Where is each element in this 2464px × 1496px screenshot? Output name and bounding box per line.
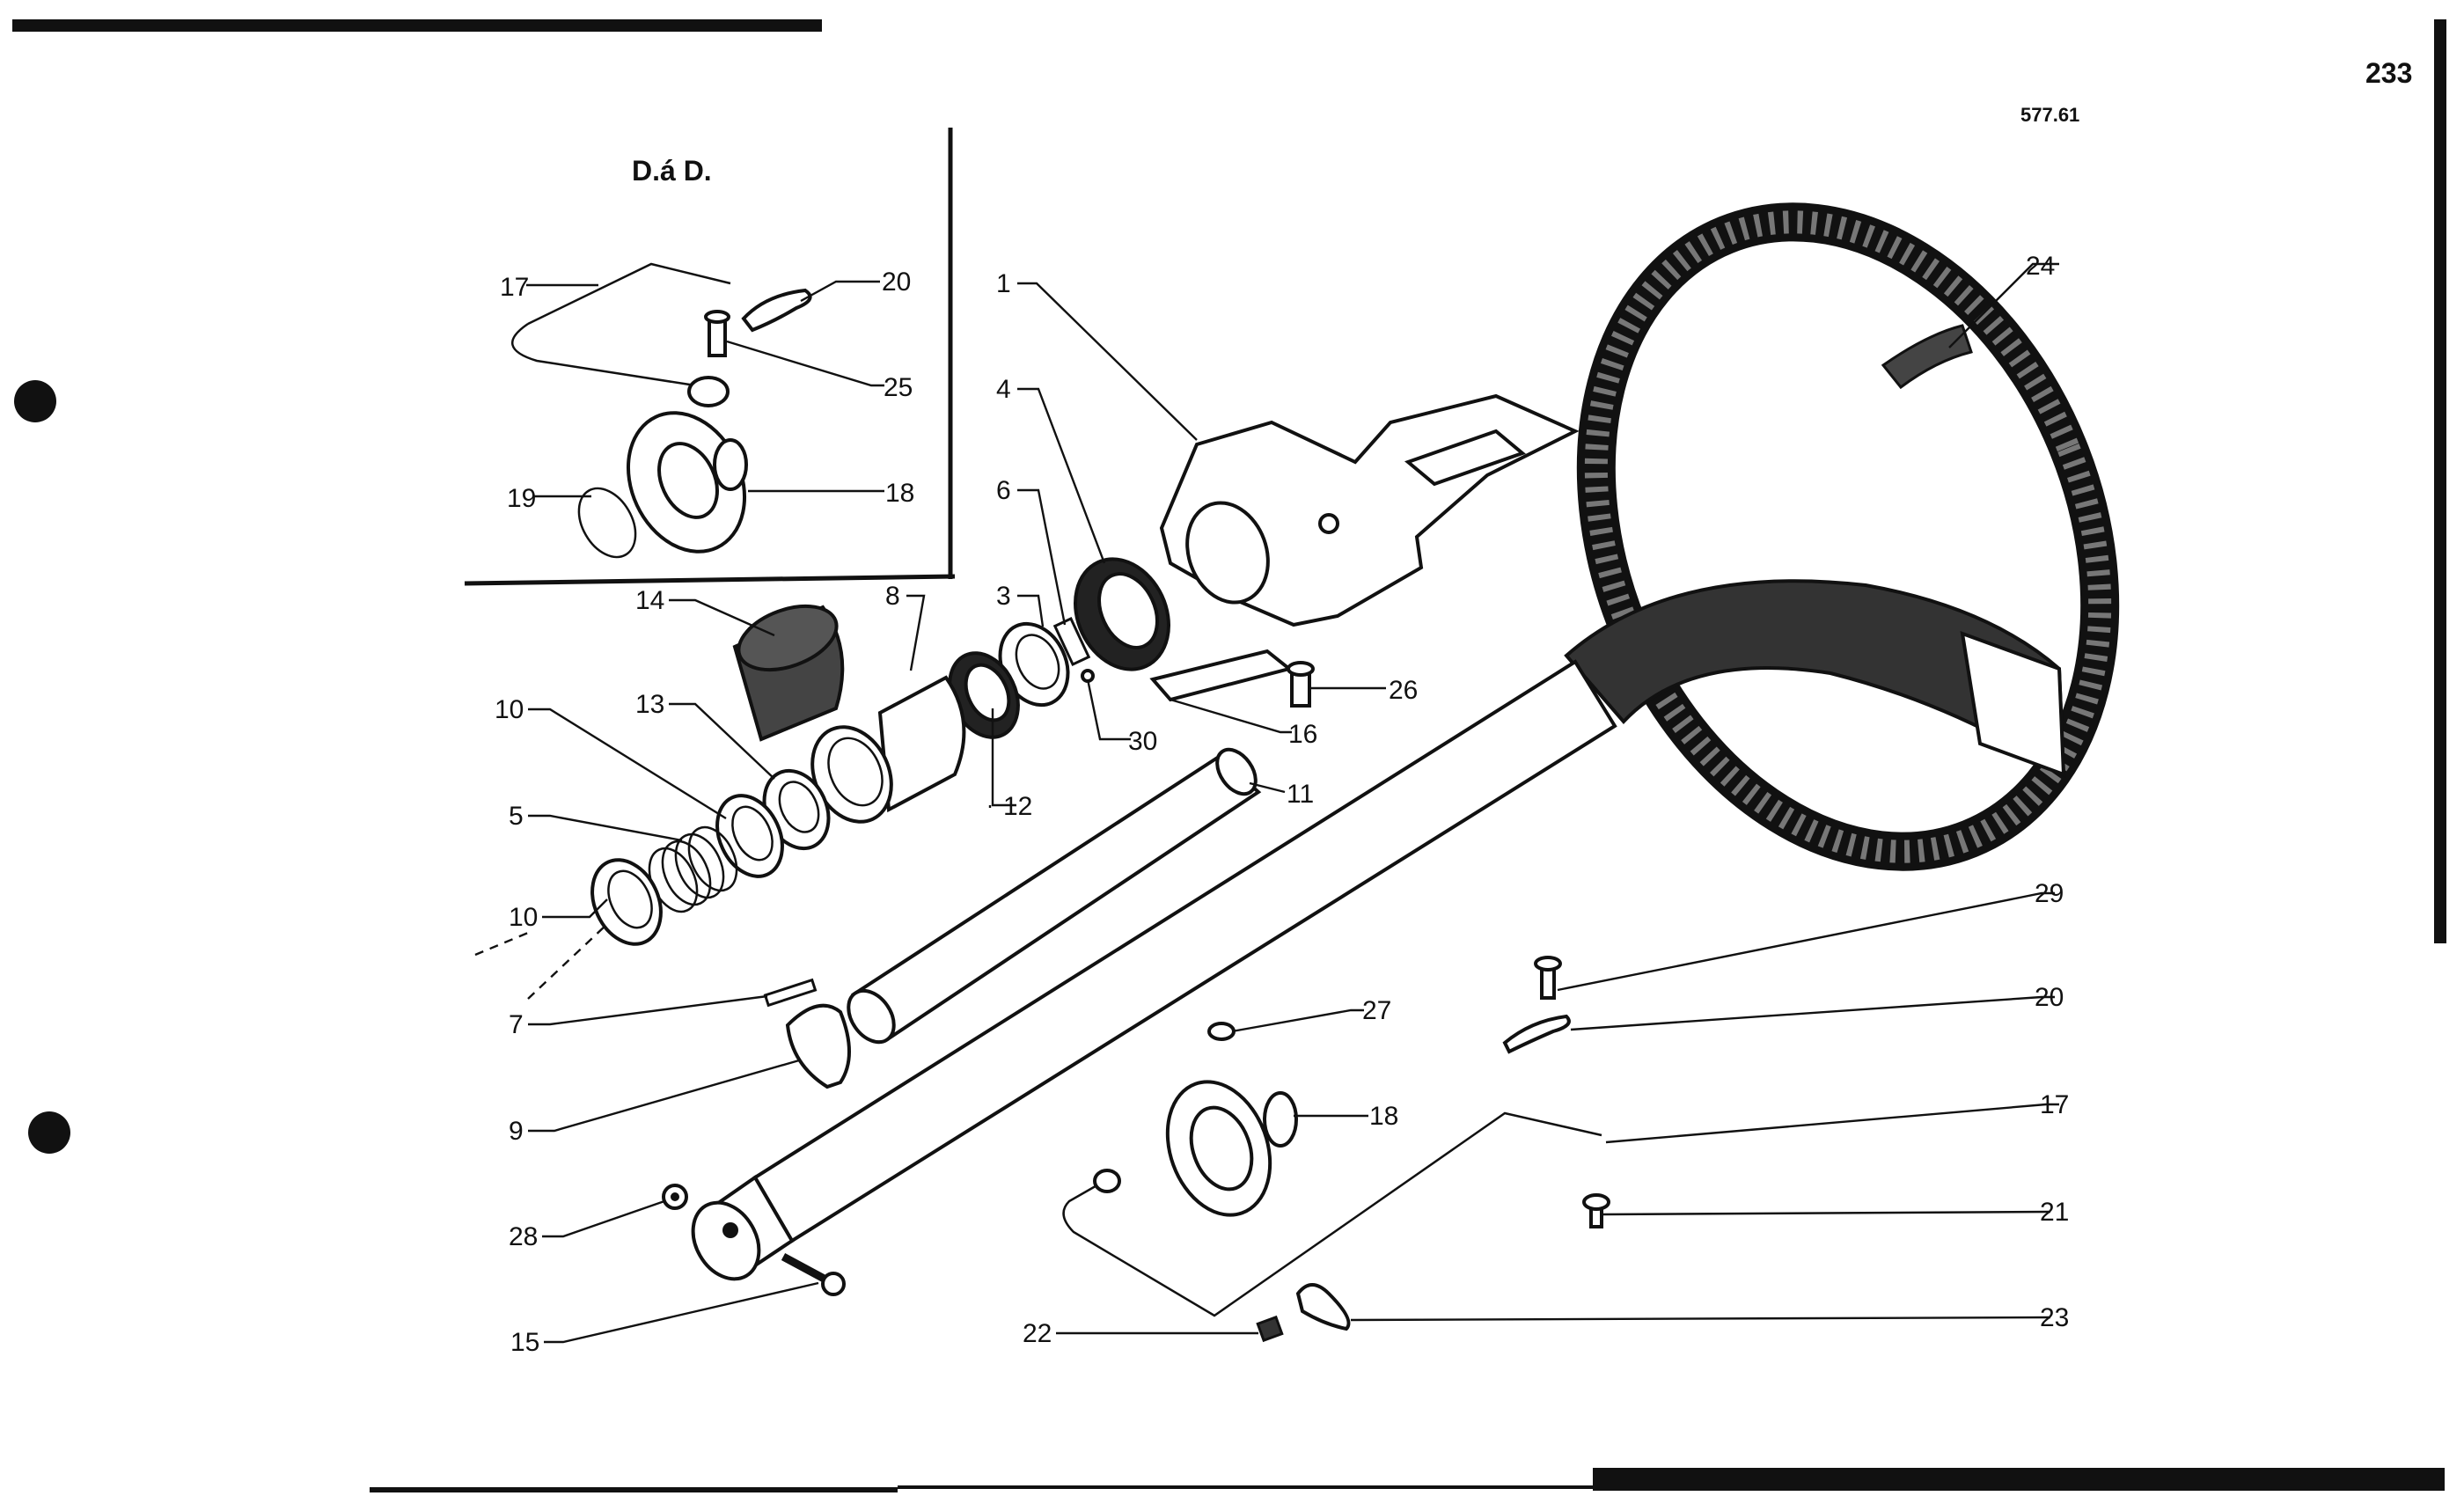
inset-snap-ring (577, 487, 637, 559)
callout-23: 23 (2040, 1303, 2069, 1332)
rim-band (1881, 324, 1973, 390)
figure-reference: 577.61 (2020, 104, 2079, 126)
callout-15: 15 (510, 1328, 539, 1357)
lower-bushing-18-bore (1189, 1105, 1254, 1192)
inset-lever-rod (511, 262, 731, 387)
leader-i25 (726, 340, 884, 387)
lever-17-knob (1093, 1169, 1121, 1193)
page-border-lines (12, 19, 2446, 1492)
bearing-stack (590, 557, 1170, 946)
callout-inset-25: 25 (884, 373, 913, 402)
callout-29: 29 (2035, 879, 2064, 908)
callout-1: 1 (996, 269, 1011, 298)
callout-24: 24 (2026, 252, 2055, 281)
nut-28-hole (671, 1192, 679, 1201)
steering-column (691, 659, 1617, 1281)
washer-10-upper-inner (731, 805, 774, 862)
callout-inset-17: 17 (500, 273, 529, 302)
callout-inset-20: 20 (882, 268, 911, 297)
callout-11: 11 (1287, 780, 1314, 809)
column-u-joint (691, 1200, 761, 1281)
column-housing-bore (1185, 501, 1270, 605)
callout-17: 17 (2040, 1090, 2069, 1119)
callout-inset-18: 18 (885, 479, 914, 508)
page-number: 233 (2365, 57, 2412, 89)
inset-clip (741, 288, 812, 333)
small-parts (662, 956, 1610, 1343)
callout-3: 3 (996, 582, 1011, 611)
inset-title: D.á D. (632, 155, 712, 187)
bolt-29-head (1534, 956, 1562, 972)
washer-10-lower-inner (607, 869, 653, 929)
callout-9: 9 (509, 1117, 524, 1146)
inset-panel: D.á D. 17 20 25 19 18 (464, 128, 956, 586)
binder-hole-bottom (28, 1111, 70, 1154)
steering-shaft (847, 747, 1262, 1045)
column-u-joint-hole (722, 1222, 738, 1238)
callout-inset-19: 19 (507, 484, 536, 513)
washer-10-lower (590, 858, 663, 946)
pin-7 (763, 978, 818, 1008)
rubber-boot-8-bore (827, 737, 884, 807)
callout-4: 4 (996, 375, 1011, 404)
leader-lines (474, 262, 2059, 1344)
callout-16: 16 (1288, 720, 1317, 749)
bolt-15 (781, 1253, 832, 1285)
nut-22 (1256, 1315, 1284, 1343)
callout-7: 7 (509, 1010, 524, 1039)
callout-26: 26 (1389, 676, 1418, 705)
callout-22: 22 (1023, 1319, 1052, 1348)
callout-5: 5 (509, 802, 524, 831)
callout-21: 21 (2040, 1198, 2069, 1227)
ring-12-inner (964, 663, 1011, 722)
steering-wheel-rim (1576, 202, 2120, 871)
callout-30: 30 (1128, 727, 1157, 756)
callout-6: 6 (996, 476, 1011, 505)
callout-27: 27 (1362, 996, 1391, 1025)
nut-27 (1207, 1022, 1236, 1041)
clip-20 (1502, 1014, 1571, 1054)
callout-8: 8 (885, 582, 900, 611)
callout-10-upper: 10 (495, 695, 524, 724)
lever-rod-17 (1062, 1111, 1602, 1317)
screw-21-head (1582, 1193, 1610, 1211)
steering-wheel-hub-cover (1960, 630, 2066, 777)
lower-bushing-18-hub (1263, 1091, 1298, 1148)
callout-10-lower: 10 (509, 903, 538, 932)
bolt-15-head (821, 1272, 846, 1296)
callout-13: 13 (635, 690, 664, 719)
column-housing-hole (1318, 513, 1339, 534)
spring-6 (1052, 617, 1091, 666)
binder-hole-top (14, 380, 56, 422)
callout-20: 20 (2035, 983, 2064, 1012)
housing-bolt-head (1287, 661, 1315, 677)
column-housing-slot (1404, 429, 1526, 487)
inset-bolt-head (704, 310, 730, 324)
column-bracket (1149, 649, 1294, 702)
callout-12: 12 (1003, 792, 1032, 821)
callout-28: 28 (509, 1222, 538, 1251)
column-housing (1149, 393, 1580, 708)
inset-bushing-hub (713, 438, 748, 491)
clamp-9 (785, 1003, 851, 1089)
ring-13-inner (778, 781, 820, 833)
inset-lever-pivot (687, 376, 730, 407)
callout-14: 14 (635, 586, 664, 615)
inset-bushing-inner (657, 442, 719, 519)
steering-shaft-end (1215, 747, 1258, 796)
foam-sleeve-14-top (737, 604, 839, 672)
rubber-boot-8 (877, 675, 966, 813)
ring-3-inner (1015, 634, 1060, 690)
clip-23 (1295, 1283, 1351, 1331)
upper-bushing-4-bore (1097, 572, 1159, 649)
inset-bolt (708, 317, 727, 357)
leader-i20 (800, 280, 880, 303)
steering-shaft-mouth (847, 988, 896, 1045)
steering-wheel (1564, 202, 2120, 871)
callout-18: 18 (1369, 1102, 1398, 1131)
